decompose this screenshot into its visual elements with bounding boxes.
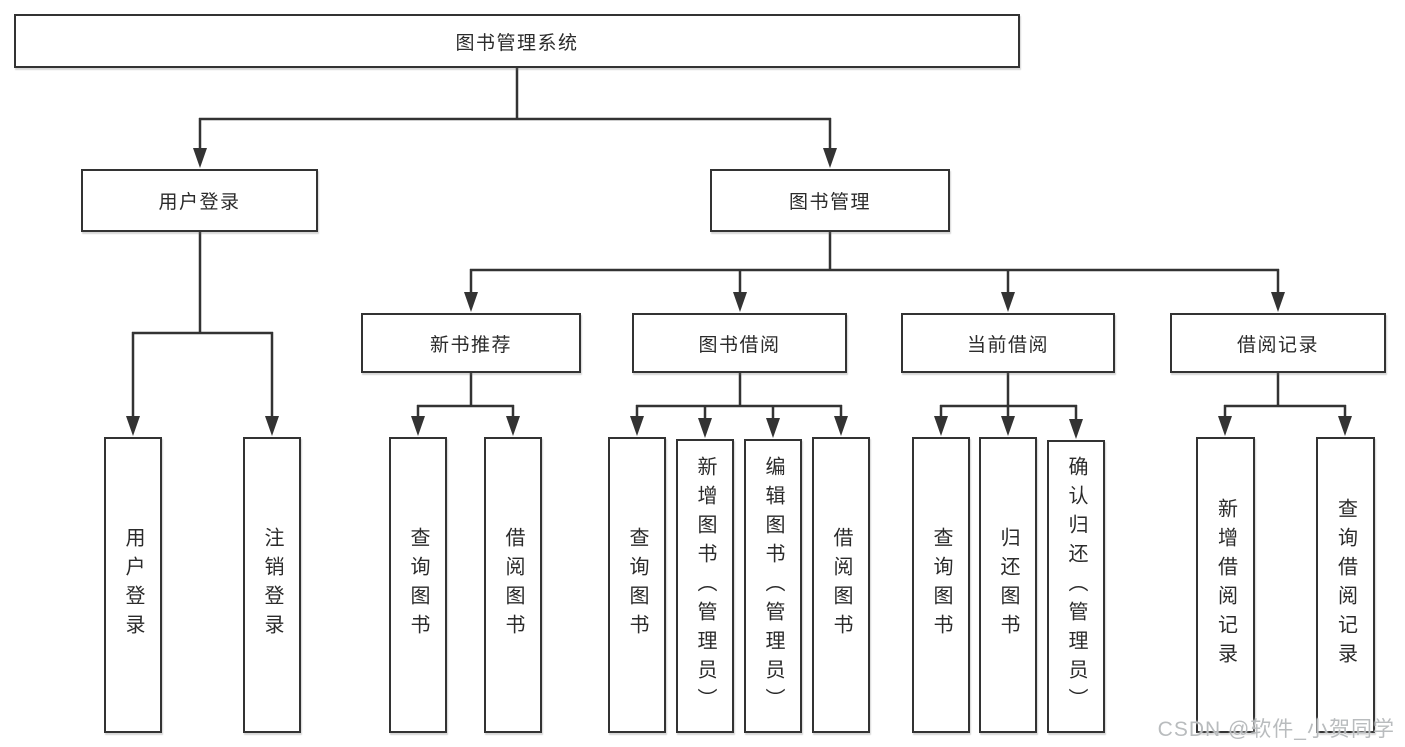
arrow-to-current-borrow-arrowhead	[1001, 292, 1015, 312]
csdn-watermark: CSDN @软件_小贺同学	[1157, 718, 1395, 741]
arrow-borrow-query-arrowhead	[630, 416, 644, 436]
leaf-current-confirm-return-admin-label: 确认归还（管理员）	[1065, 456, 1087, 717]
leaf-current-query-books-label: 查询图书	[930, 527, 952, 643]
arrow-current-query-arrowhead	[934, 416, 948, 436]
node-user-login-label: 用户登录	[158, 192, 241, 213]
leaf-logout-label: 注销登录	[261, 527, 283, 643]
node-new-book-recommend-label: 新书推荐	[429, 334, 512, 356]
leaf-borrow-add-books-admin: 新增图书（管理员）	[676, 439, 734, 733]
node-user-login: 用户登录	[81, 169, 318, 232]
leaf-records-add-record-label: 新增借阅记录	[1214, 498, 1237, 672]
leaf-borrow-query-books-label: 查询图书	[626, 527, 648, 643]
node-root-system: 图书管理系统	[14, 14, 1020, 68]
node-book-borrow-label: 图书借阅	[698, 334, 781, 356]
arrow-borrow-edit-arrowhead	[766, 418, 780, 438]
arrow-to-new-book-recommend-arrowhead	[464, 292, 478, 312]
leaf-user-login-label: 用户登录	[122, 527, 144, 643]
leaf-borrow-edit-books-admin: 编辑图书（管理员）	[744, 439, 802, 733]
arrow-borrow-add-arrowhead	[698, 418, 712, 438]
leaf-current-return-books: 归还图书	[979, 437, 1037, 733]
leaf-borrow-edit-books-admin-label: 编辑图书（管理员）	[762, 455, 784, 717]
leaf-records-query-record-label: 查询借阅记录	[1334, 498, 1357, 672]
arrow-recommend-query-arrowhead	[411, 416, 425, 436]
leaf-current-query-books: 查询图书	[912, 437, 970, 733]
arrow-records-add-arrowhead	[1218, 416, 1232, 436]
leaf-borrow-query-books: 查询图书	[608, 437, 666, 733]
leaf-current-confirm-return-admin: 确认归还（管理员）	[1047, 440, 1105, 733]
arrow-to-leaf-user-login-arrowhead	[126, 416, 140, 436]
leaf-borrow-borrow-books: 借阅图书	[812, 437, 870, 733]
node-book-borrow: 图书借阅	[632, 313, 847, 373]
arrow-recommend-borrow-arrowhead	[506, 416, 520, 436]
node-borrow-records: 借阅记录	[1170, 313, 1386, 373]
arrow-current-confirm-arrowhead	[1069, 419, 1083, 439]
node-root-label: 图书管理系统	[455, 32, 579, 54]
leaf-recommend-borrow-books: 借阅图书	[484, 437, 542, 733]
arrow-to-book-management-arrowhead	[823, 148, 837, 168]
node-book-management-label: 图书管理	[788, 192, 871, 213]
arrow-to-borrow-records-arrowhead	[1271, 292, 1285, 312]
leaf-borrow-add-books-admin-label: 新增图书（管理员）	[694, 455, 716, 717]
leaf-logout: 注销登录	[243, 437, 301, 733]
leaf-current-return-books-label: 归还图书	[997, 527, 1019, 643]
leaf-borrow-borrow-books-label: 借阅图书	[830, 527, 852, 643]
arrow-to-book-borrow-arrowhead	[733, 292, 747, 312]
arrow-records-query-arrowhead	[1338, 416, 1352, 436]
leaf-recommend-borrow-books-label: 借阅图书	[502, 527, 524, 643]
leaf-records-query-record: 查询借阅记录	[1316, 437, 1375, 733]
arrow-to-leaf-logout-arrowhead	[265, 416, 279, 436]
leaf-records-add-record: 新增借阅记录	[1196, 437, 1255, 733]
leaf-recommend-query-books-label: 查询图书	[407, 527, 429, 643]
leaf-recommend-query-books: 查询图书	[389, 437, 447, 733]
arrow-to-user-login-arrowhead	[193, 148, 207, 168]
node-current-borrow: 当前借阅	[901, 313, 1115, 373]
node-new-book-recommend: 新书推荐	[361, 313, 581, 373]
node-book-management: 图书管理	[710, 169, 950, 232]
arrow-borrow-borrow-arrowhead	[834, 416, 848, 436]
leaf-user-login: 用户登录	[104, 437, 162, 733]
arrow-current-return-arrowhead	[1001, 416, 1015, 436]
node-borrow-records-label: 借阅记录	[1236, 334, 1319, 356]
node-current-borrow-label: 当前借阅	[966, 334, 1049, 356]
